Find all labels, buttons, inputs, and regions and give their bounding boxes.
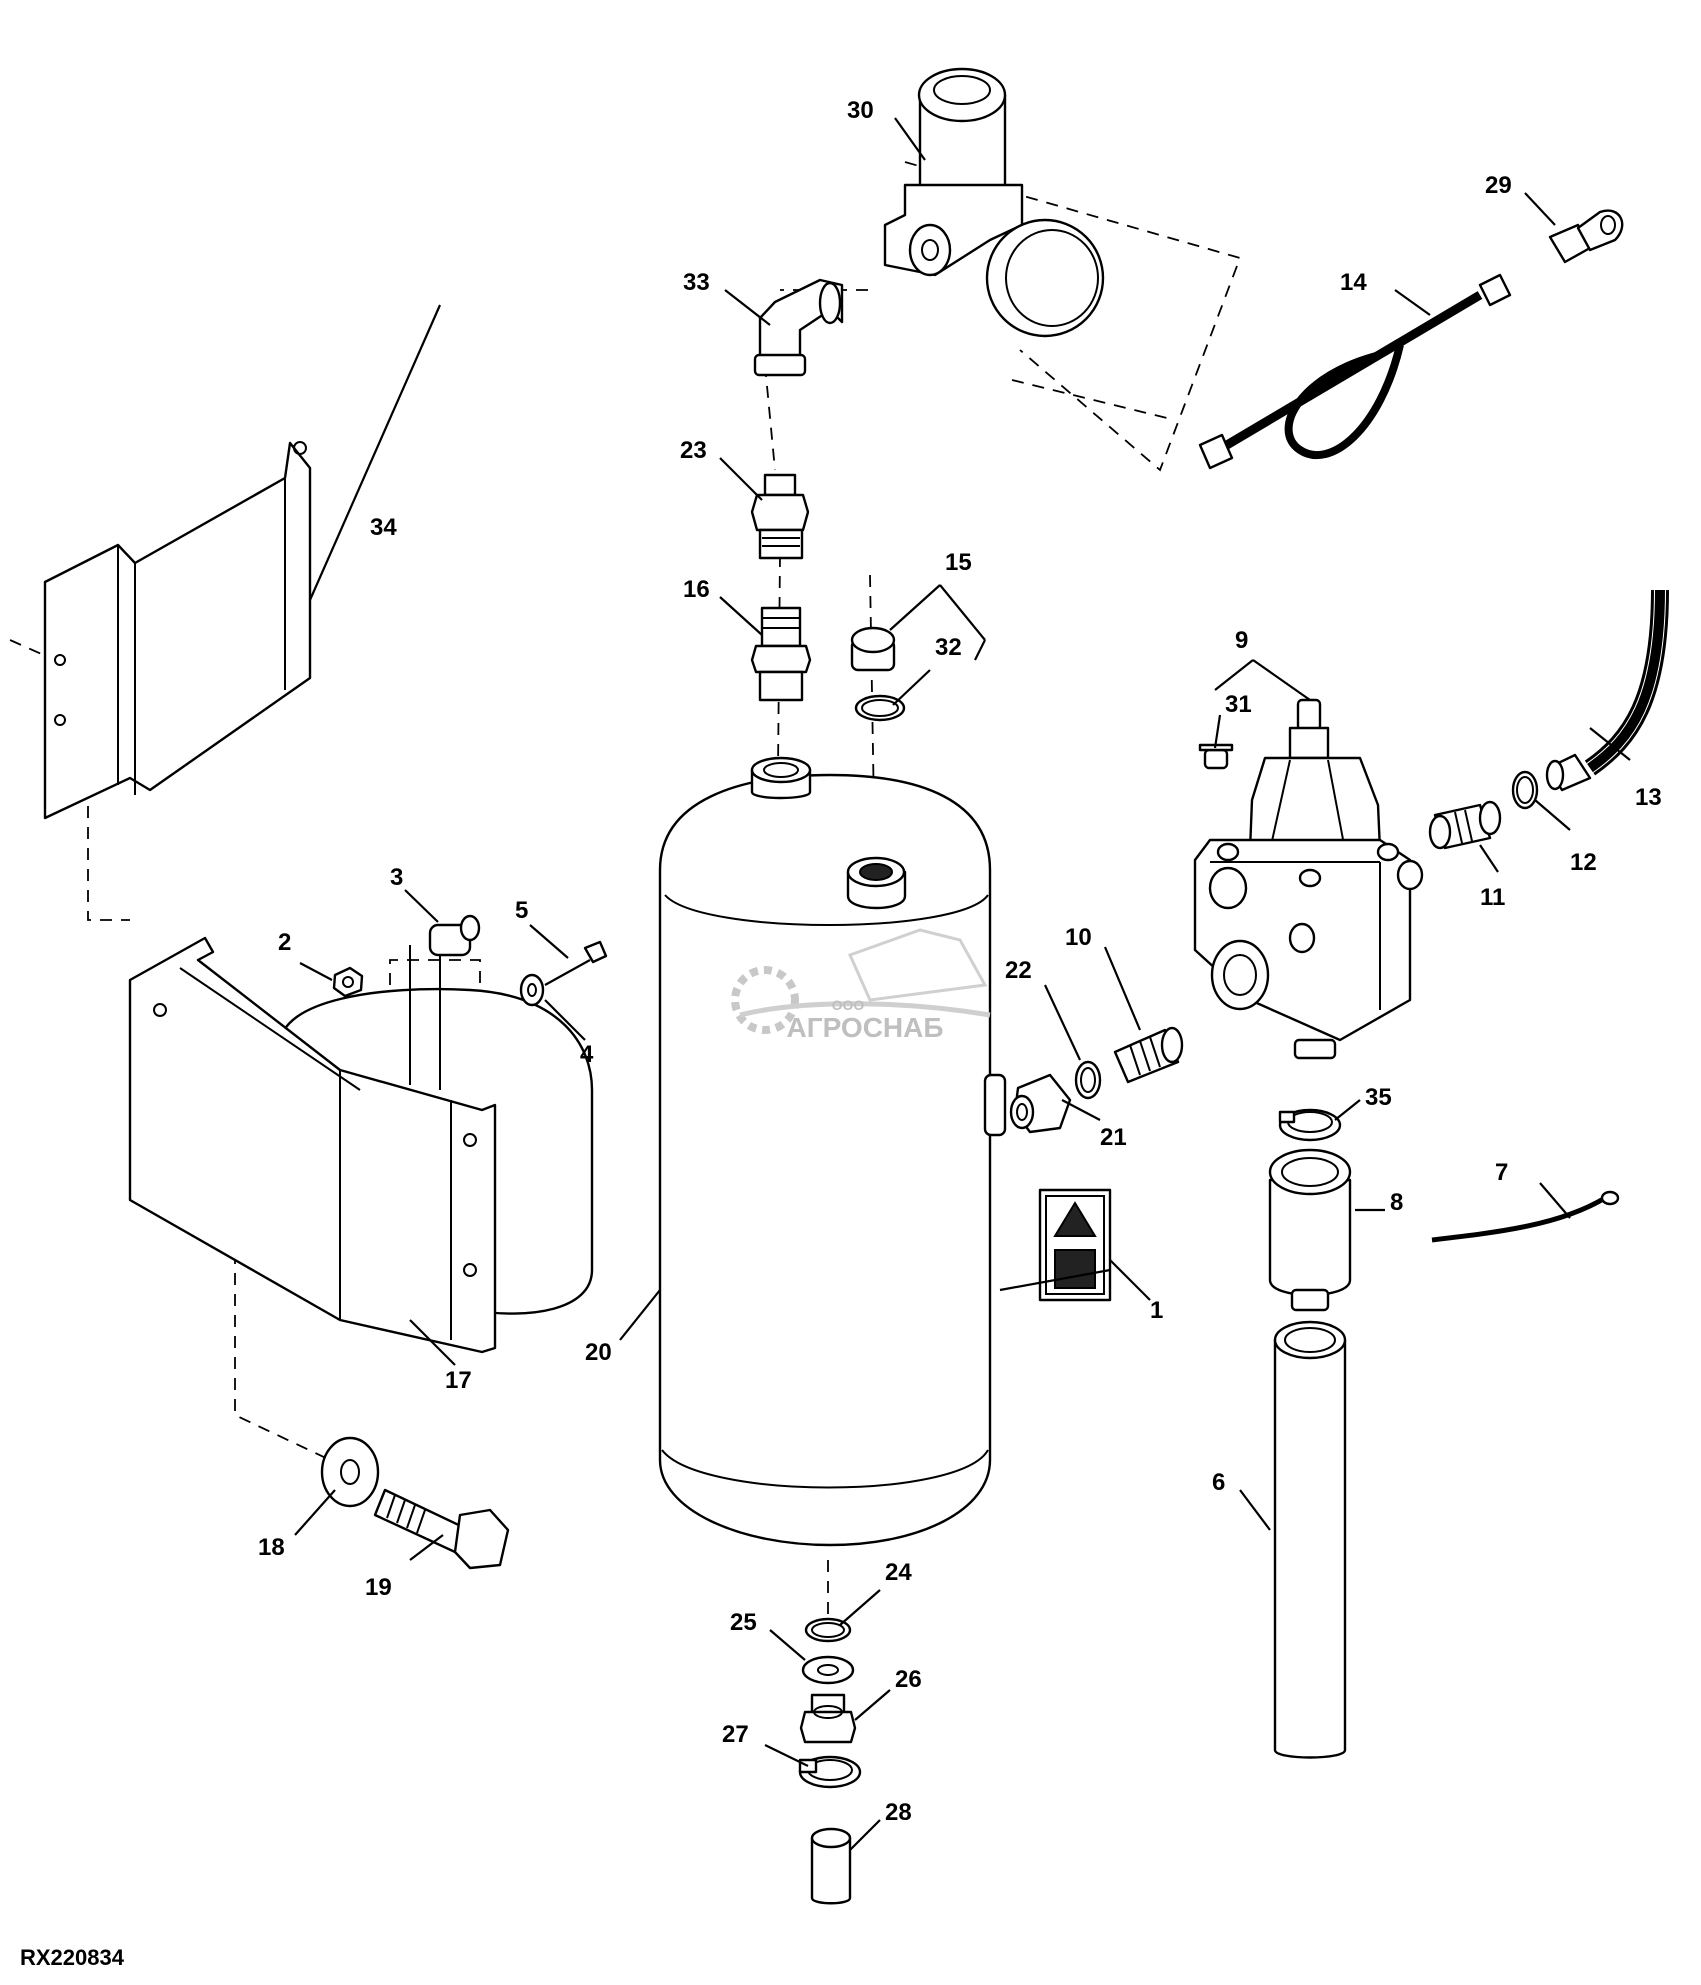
tank-center-port — [846, 856, 907, 910]
callout-6: 6 — [1212, 1469, 1225, 1496]
clamp-27 — [798, 1755, 862, 1789]
governor-30 — [883, 67, 1105, 338]
callout-24: 24 — [885, 1559, 912, 1586]
elbow-33 — [753, 278, 844, 377]
tube-6 — [1273, 1320, 1347, 1759]
fitting-21 — [1009, 1073, 1072, 1134]
nut-2 — [332, 966, 364, 998]
callout-31: 31 — [1225, 691, 1252, 718]
callout-7: 7 — [1495, 1159, 1508, 1186]
o-ring-24 — [804, 1617, 852, 1643]
callout-15: 15 — [945, 549, 972, 576]
cable-tie-7 — [1431, 1190, 1620, 1243]
fitting-23 — [750, 473, 810, 560]
warning-decal-1 — [1038, 1188, 1112, 1302]
washer-25 — [801, 1655, 855, 1685]
o-ring-22 — [1074, 1060, 1102, 1100]
callout-12: 12 — [1570, 849, 1597, 876]
callout-35: 35 — [1365, 1084, 1392, 1111]
callout-33: 33 — [683, 269, 710, 296]
callout-23: 23 — [680, 437, 707, 464]
callout-10: 10 — [1065, 924, 1092, 951]
callout-17: 17 — [445, 1367, 472, 1394]
callout-18: 18 — [258, 1534, 285, 1561]
hose-28 — [810, 1827, 852, 1905]
callout-26: 26 — [895, 1666, 922, 1693]
fitting-11 — [1428, 800, 1502, 850]
callout-22: 22 — [1005, 957, 1032, 984]
watermark: ООО АГРОСНАБ — [731, 928, 991, 1043]
callout-28: 28 — [885, 1799, 912, 1826]
fitting-10 — [1113, 1026, 1184, 1084]
spacer-3 — [428, 914, 481, 957]
callout-13: 13 — [1635, 784, 1662, 811]
fitting-29 — [1548, 209, 1624, 264]
callout-14: 14 — [1340, 269, 1367, 296]
hose-13 — [1545, 589, 1669, 792]
bracket-plate — [43, 441, 312, 820]
filter-8 — [1268, 1148, 1352, 1312]
callout-3: 3 — [390, 864, 403, 891]
callout-16: 16 — [683, 576, 710, 603]
clamp-35 — [1278, 1108, 1342, 1142]
washer-18 — [320, 1436, 380, 1508]
plug-31 — [1198, 743, 1234, 770]
callout-1: 1 — [1150, 1297, 1163, 1324]
unloader-valve-9 — [1193, 698, 1424, 1060]
tube-14 — [1198, 273, 1512, 470]
bolt-19 — [373, 1488, 510, 1570]
o-ring-12 — [1511, 770, 1539, 810]
callout-34: 34 — [370, 514, 397, 541]
air-tank — [658, 756, 1007, 1547]
callout-32: 32 — [935, 634, 962, 661]
callout-8: 8 — [1390, 1189, 1403, 1216]
callout-20: 20 — [585, 1339, 612, 1366]
drain-valve-26 — [799, 1693, 857, 1744]
tank-top-port — [750, 756, 812, 800]
callout-2: 2 — [278, 929, 291, 956]
callout-29: 29 — [1485, 172, 1512, 199]
fitting-16 — [750, 606, 812, 702]
assembly-dashed-lines — [9, 161, 1242, 1625]
callout-30: 30 — [847, 97, 874, 124]
tank-mounting-bracket — [128, 936, 594, 1354]
small-hardware — [332, 914, 608, 1007]
callout-labels: 30 33 23 16 15 32 29 14 34 9 31 13 12 11… — [258, 97, 1662, 1826]
watermark-small-text: ООО — [832, 997, 865, 1013]
callout-19: 19 — [365, 1574, 392, 1601]
leader-lines — [294, 117, 1631, 1851]
plug-15 — [850, 626, 896, 672]
bolt-5 — [544, 940, 608, 986]
o-ring-32 — [854, 694, 906, 722]
callout-9: 9 — [1235, 627, 1248, 654]
callout-25: 25 — [730, 1609, 757, 1636]
watermark-large-text: АГРОСНАБ — [787, 1012, 944, 1043]
washer-4 — [519, 973, 545, 1007]
callout-5: 5 — [515, 897, 528, 924]
callout-21: 21 — [1100, 1124, 1127, 1151]
reference-code: RX220834 — [20, 1945, 124, 1970]
callout-4: 4 — [580, 1041, 594, 1068]
callout-27: 27 — [722, 1721, 749, 1748]
callout-11: 11 — [1480, 884, 1505, 911]
